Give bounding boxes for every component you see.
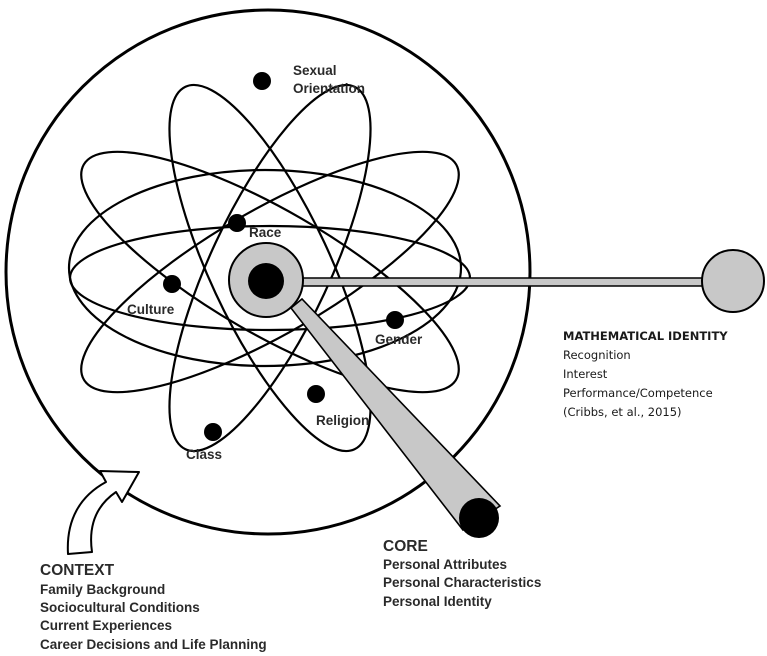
context-item: Family Background <box>40 582 165 597</box>
context-circle <box>4 8 532 536</box>
nucleus-center <box>248 263 284 299</box>
orbit-wide <box>67 168 463 368</box>
math-identity-citation: (Cribbs, et al., 2015) <box>563 405 682 419</box>
math-identity-item: Interest <box>563 367 608 381</box>
label-sexual-orientation-1: Sexual <box>293 63 337 78</box>
math-identity-title: MATHEMATICAL IDENTITY <box>563 329 728 343</box>
context-item: Current Experiences <box>40 618 172 633</box>
context-item: Career Decisions and Life Planning <box>40 637 267 652</box>
context-arrow-icon <box>66 470 140 555</box>
orbit-diag-3 <box>168 83 372 453</box>
label-sexual-orientation-2: Orientation <box>293 81 365 96</box>
math-identity-bar <box>299 277 707 287</box>
core-node <box>459 498 499 538</box>
core-item: Personal Characteristics <box>383 575 541 590</box>
context-title: CONTEXT <box>40 562 115 579</box>
electrons <box>163 72 404 441</box>
core-item: Personal Attributes <box>383 557 507 572</box>
electron-sexual-orientation <box>253 72 271 90</box>
math-identity-item: Performance/Competence <box>563 386 713 400</box>
label-race: Race <box>249 225 282 240</box>
label-culture: Culture <box>127 302 175 317</box>
orbit-diag-1 <box>80 150 460 394</box>
context-item: Sociocultural Conditions <box>40 600 200 615</box>
electron-class <box>204 423 222 441</box>
electron-culture <box>163 275 181 293</box>
label-religion: Religion <box>316 413 369 428</box>
core-beam <box>289 297 502 532</box>
core-title: CORE <box>383 538 428 555</box>
orbit-diag-4 <box>168 83 372 453</box>
label-gender: Gender <box>375 332 423 347</box>
math-identity-node <box>701 249 765 313</box>
label-class: Class <box>186 447 222 462</box>
electron-gender <box>386 311 404 329</box>
math-identity-item: Recognition <box>563 348 631 362</box>
electron-religion <box>307 385 325 403</box>
core-item: Personal Identity <box>383 594 492 609</box>
electron-race <box>228 214 246 232</box>
